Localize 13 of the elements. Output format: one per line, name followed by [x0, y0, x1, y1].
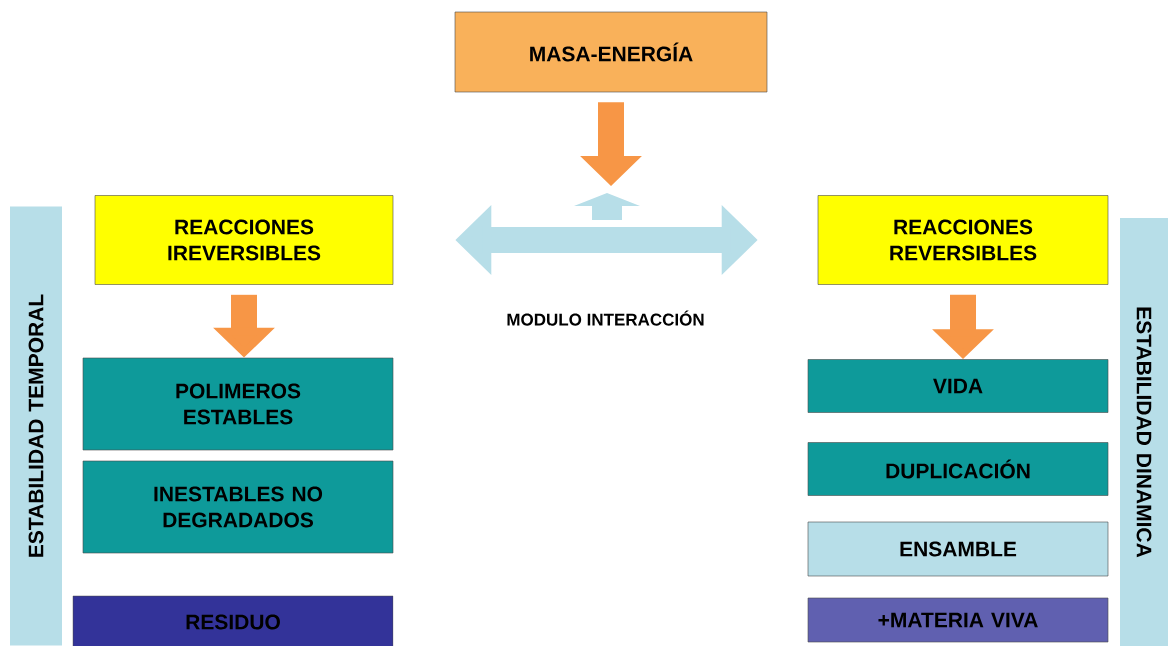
side-band: ESTABILIDAD DINAMICA [1120, 218, 1168, 646]
result-box: VIDA [807, 359, 1109, 413]
result-box: DUPLICACIÓN [807, 442, 1109, 496]
result-box: POLIMEROS ESTABLES [82, 357, 394, 451]
edge-label: MODULO INTERACCIÓN [504, 308, 707, 328]
result-box: RESIDUO [72, 595, 394, 646]
process-box: REACCIONES REVERSIBLES [817, 195, 1109, 285]
result-box: ENSAMBLE [807, 521, 1109, 577]
result-box: INESTABLES NO DEGRADADOS [82, 460, 394, 554]
side-band: ESTABILIDAD TEMPORAL [10, 206, 62, 646]
result-box: +MATERIA VIVA [807, 597, 1109, 643]
process-box: MASA-ENERGÍA [454, 11, 768, 93]
process-box: REACCIONES IREVERSIBLES [94, 195, 394, 285]
